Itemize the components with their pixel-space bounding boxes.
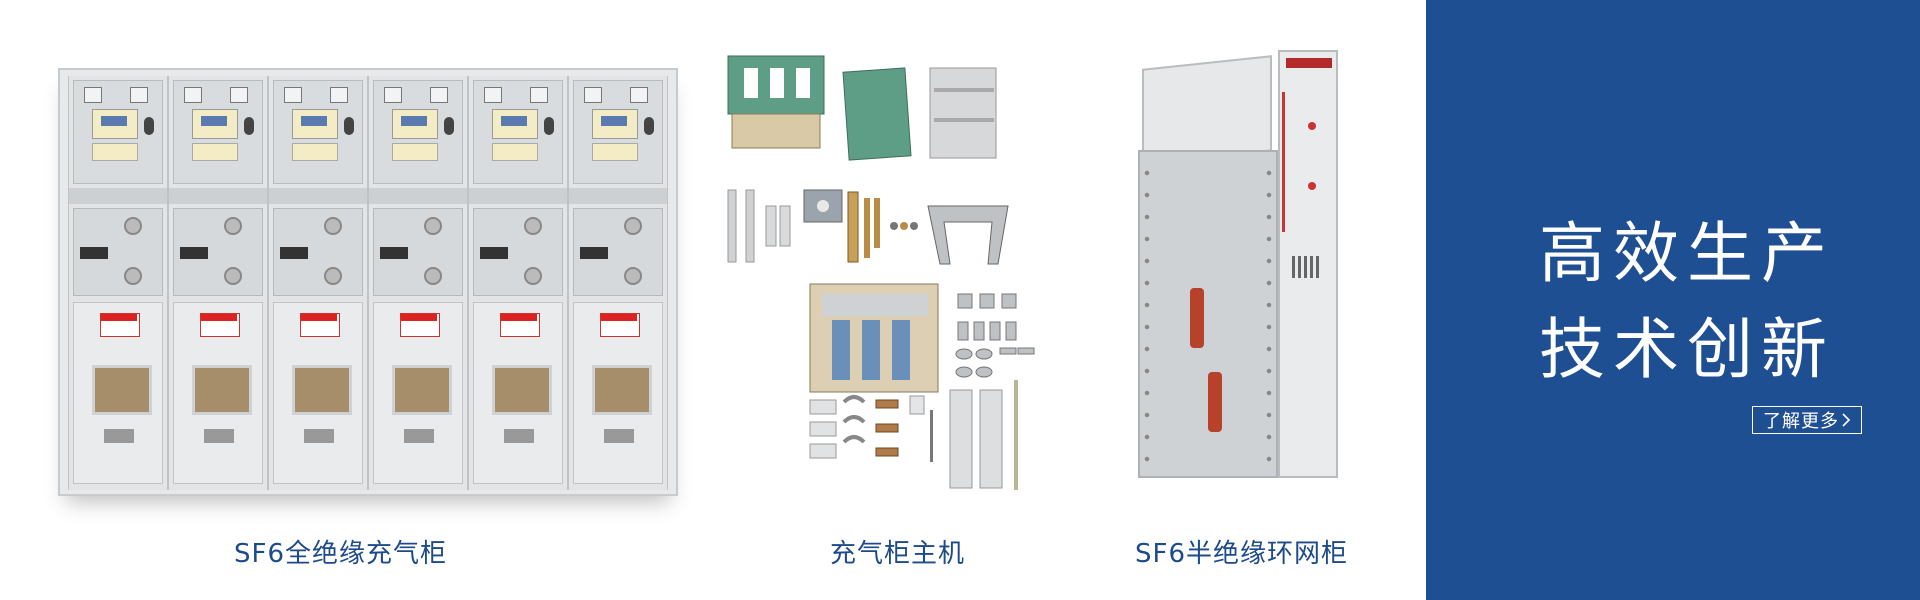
cabinet-bay	[568, 76, 668, 490]
vent-grille-icon	[1292, 256, 1322, 278]
warning-sign-icon	[400, 313, 440, 337]
parts-illustration	[727, 55, 1035, 490]
slogan-line-2: 技术创新	[1539, 311, 1835, 388]
product-image-full-insulation-cabinet[interactable]	[58, 68, 678, 496]
product-image-semi-insulation-ring-main-unit[interactable]	[1138, 50, 1342, 480]
cabinet-bay	[368, 76, 468, 490]
warning-sign-icon	[500, 313, 540, 337]
caption-semi-insulation-ring-main-unit: SF6半绝缘环网柜	[1135, 539, 1349, 569]
product-image-cabinet-host-parts[interactable]	[718, 50, 1038, 510]
warning-sign-icon	[200, 313, 240, 337]
caption-full-insulation-cabinet: SF6全绝缘充气柜	[234, 539, 448, 569]
cabinet-top-frame	[1142, 55, 1272, 165]
warning-sign-icon	[300, 313, 340, 337]
chevron-right-icon	[1842, 413, 1851, 427]
cabinet-body	[1138, 150, 1278, 478]
slogan-line-1: 高效生产	[1539, 215, 1835, 292]
learn-more-button[interactable]: 了解更多	[1752, 406, 1862, 434]
cabinet-bay	[168, 76, 268, 490]
cabinet-bay	[268, 76, 368, 490]
learn-more-label: 了解更多	[1763, 411, 1839, 432]
warning-sign-icon	[100, 313, 140, 337]
warning-sign-icon	[600, 313, 640, 337]
cabinet-control-door	[1278, 50, 1338, 478]
cabinet-bay	[68, 76, 168, 490]
caption-cabinet-host: 充气柜主机	[830, 539, 966, 569]
product-showcase: SF6全绝缘充气柜 充气柜主机 SF6半绝缘环网柜	[58, 50, 1349, 569]
cabinet-bay	[468, 76, 568, 490]
slogan-panel: 高效生产 技术创新 了解更多	[1426, 0, 1920, 600]
